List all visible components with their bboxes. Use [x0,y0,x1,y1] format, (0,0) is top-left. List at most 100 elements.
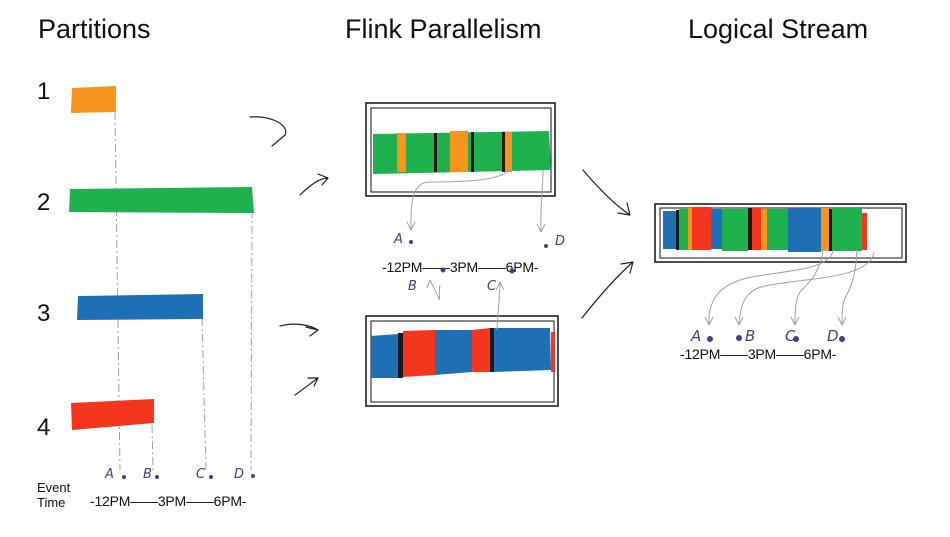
logical-stream-box [654,203,907,263]
dot-c-middle [509,268,515,274]
stripe-dark [502,132,505,172]
partition-3-bar [77,294,203,320]
time-guide-lines [114,111,253,471]
arrow-4 [294,377,319,396]
logical-connector-b [734,251,875,326]
dot-c-right [793,336,799,342]
segment-red [862,213,867,250]
segment-green [679,209,688,250]
segment-green [832,208,862,251]
segment-red [472,328,490,372]
marker-b-right: B [745,327,756,345]
segment-blue [494,328,551,372]
marker-c-right: C [785,327,796,345]
partition-1-bar [71,86,116,113]
arrow-1 [249,116,287,147]
partition-2-label: 2 [37,189,51,216]
stripe-dark [748,208,752,250]
stripe-orange [505,132,512,172]
stripe-orange [450,131,468,172]
arrow-3 [279,323,319,337]
parallelism-timeline: -12PM——3PM——6PM- [382,259,539,275]
event-time-label: Event Time [37,480,71,510]
segment-orange [761,209,767,250]
stripe-dark [490,328,494,372]
dot-a-right [707,336,713,342]
connector-c [495,281,505,331]
logical-connector-c [790,249,824,326]
flink-parallelism-heading: Flink Parallelism [345,14,542,44]
stripe-dark [398,333,403,378]
partition-4-bar [71,399,154,430]
logical-timeline: -12PM——3PM——6PM- [680,346,837,362]
partitions-heading: Partitions [38,14,151,44]
dot-c-left [209,475,213,479]
stripe-dark [471,132,474,172]
partition-to-parallel-arrows [249,116,329,396]
parallel-box-2-border [365,315,559,407]
marker-a-right: A [691,327,702,345]
partition-2-bar [69,187,254,213]
partitions-timeline: -12PM——3PM——6PM- [90,493,247,509]
partition-1-label: 1 [37,78,51,105]
arrow-2 [299,173,329,196]
segment-red [752,208,761,250]
guide-line-c [201,317,207,471]
parallel-box-1 [365,102,556,197]
segment-blue [371,334,398,378]
marker-c-middle: C [487,279,497,294]
stripe-dark [676,210,679,250]
segment-blue [663,211,676,249]
segment-orange [821,208,829,251]
marker-d-right: D [827,327,839,345]
arrow-5 [582,169,631,216]
guide-line-d [250,209,253,471]
partition-3-label: 3 [37,300,51,327]
connector-b [426,279,441,300]
segment-blue [435,330,472,375]
dot-b-middle [440,267,446,273]
parallel-connectors [406,167,546,331]
dot-a-left [122,475,126,479]
connector-a [406,167,511,231]
logical-connector-d [837,249,858,326]
marker-a-left: A [105,467,114,482]
parallel-to-logical-arrows [581,169,634,319]
parallel-box-1-border [365,102,556,197]
segment-blue [788,208,821,252]
marker-a-middle: A [394,232,403,247]
logical-box-border [654,203,907,263]
connector-d [536,169,546,233]
marker-b-left: B [143,467,152,482]
logical-connectors [704,249,875,326]
segment-orange [688,208,692,250]
dot-b-left [155,475,159,479]
marker-d-left: D [234,467,245,482]
segment-green [767,209,788,250]
stripe-dark [434,133,437,172]
stripe-red [551,332,555,372]
marker-d-middle: D [555,234,566,249]
logical-stream-heading: Logical Stream [688,14,869,44]
segment-blue [711,209,722,249]
dot-d-right [839,336,845,342]
arrow-6 [581,261,634,319]
dot-d-left [251,474,255,478]
parallel-box-2 [365,315,559,407]
dot-d-middle [544,244,548,248]
segment-green [722,209,748,251]
stripe-dark [829,209,832,251]
parallel-box-1-inner-border [370,107,552,193]
logical-box-inner-border [659,207,903,259]
marker-b-middle: B [408,279,417,294]
dot-b-right [736,335,742,341]
dot-a-middle [409,240,413,244]
partition-4-label: 4 [37,414,51,441]
segment-red [403,330,435,377]
segment-red [692,207,711,250]
stripe-orange [397,133,406,172]
marker-c-left: C [196,467,206,482]
marker-dots [122,240,845,479]
guide-line-a [114,111,121,471]
